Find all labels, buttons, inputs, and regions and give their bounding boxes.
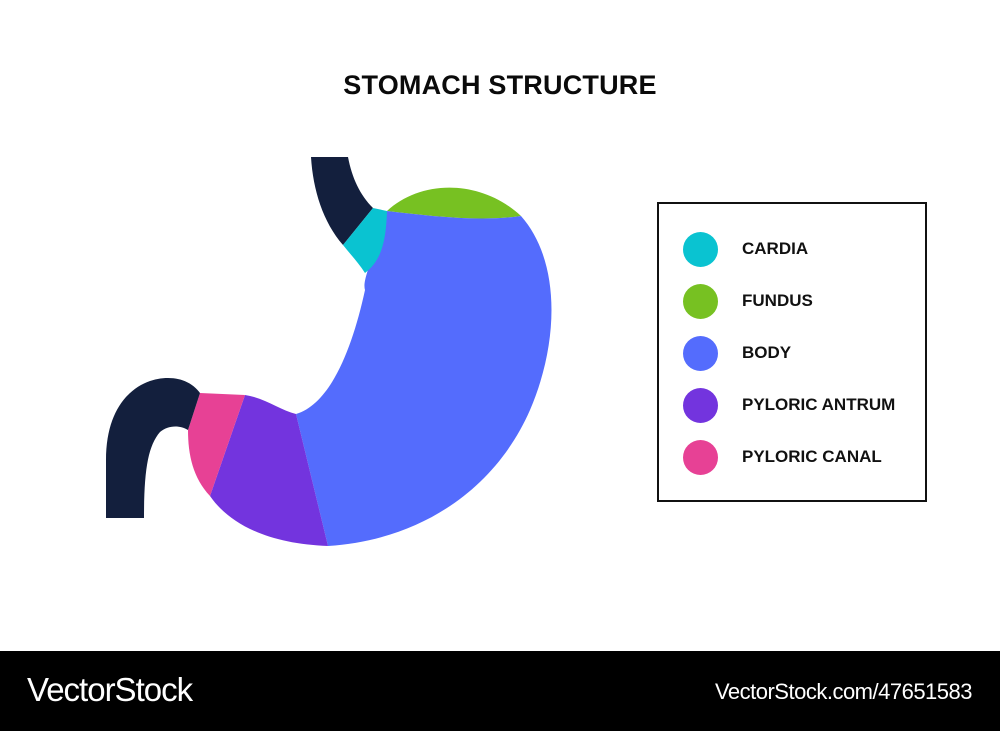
body-shape [296,211,552,546]
cardia-color-dot [683,231,718,267]
body-color-dot [683,335,718,371]
pyloric-canal-shape [188,393,245,496]
legend-box: CARDIA FUNDUS BODY PYLORIC ANTRUM PYLORI… [657,202,927,502]
diagram-title: STOMACH STRUCTURE [343,70,657,100]
legend-item-pyloric-antrum: PYLORIC ANTRUM [683,387,895,423]
pyloric-canal-color-dot [683,439,718,475]
legend-item-body: BODY [683,335,791,371]
image-url: VectorStock.com/47651583 [714,679,973,704]
fundus-shape [387,187,521,219]
legend-label: PYLORIC CANAL [742,447,882,466]
fundus-color-dot [683,283,718,319]
legend-label: BODY [742,343,792,362]
legend-label: PYLORIC ANTRUM [742,395,896,414]
cardia-shape [343,208,387,273]
legend-item-pyloric-canal: PYLORIC CANAL [683,439,882,475]
duodenum-shape [106,378,200,518]
brand-logo: VectorStock [27,671,193,708]
legend-label: FUNDUS [742,291,813,310]
pyloric-antrum-shape [210,395,328,546]
esophagus-shape [311,157,373,245]
stomach-illustration [106,157,552,546]
watermark-footer: VectorStock VectorStock.com/47651583 [0,651,1000,731]
legend-item-fundus: FUNDUS [683,283,813,319]
legend-item-cardia: CARDIA [683,231,808,267]
legend-label: CARDIA [742,239,809,258]
pyloric-antrum-color-dot [683,387,718,423]
